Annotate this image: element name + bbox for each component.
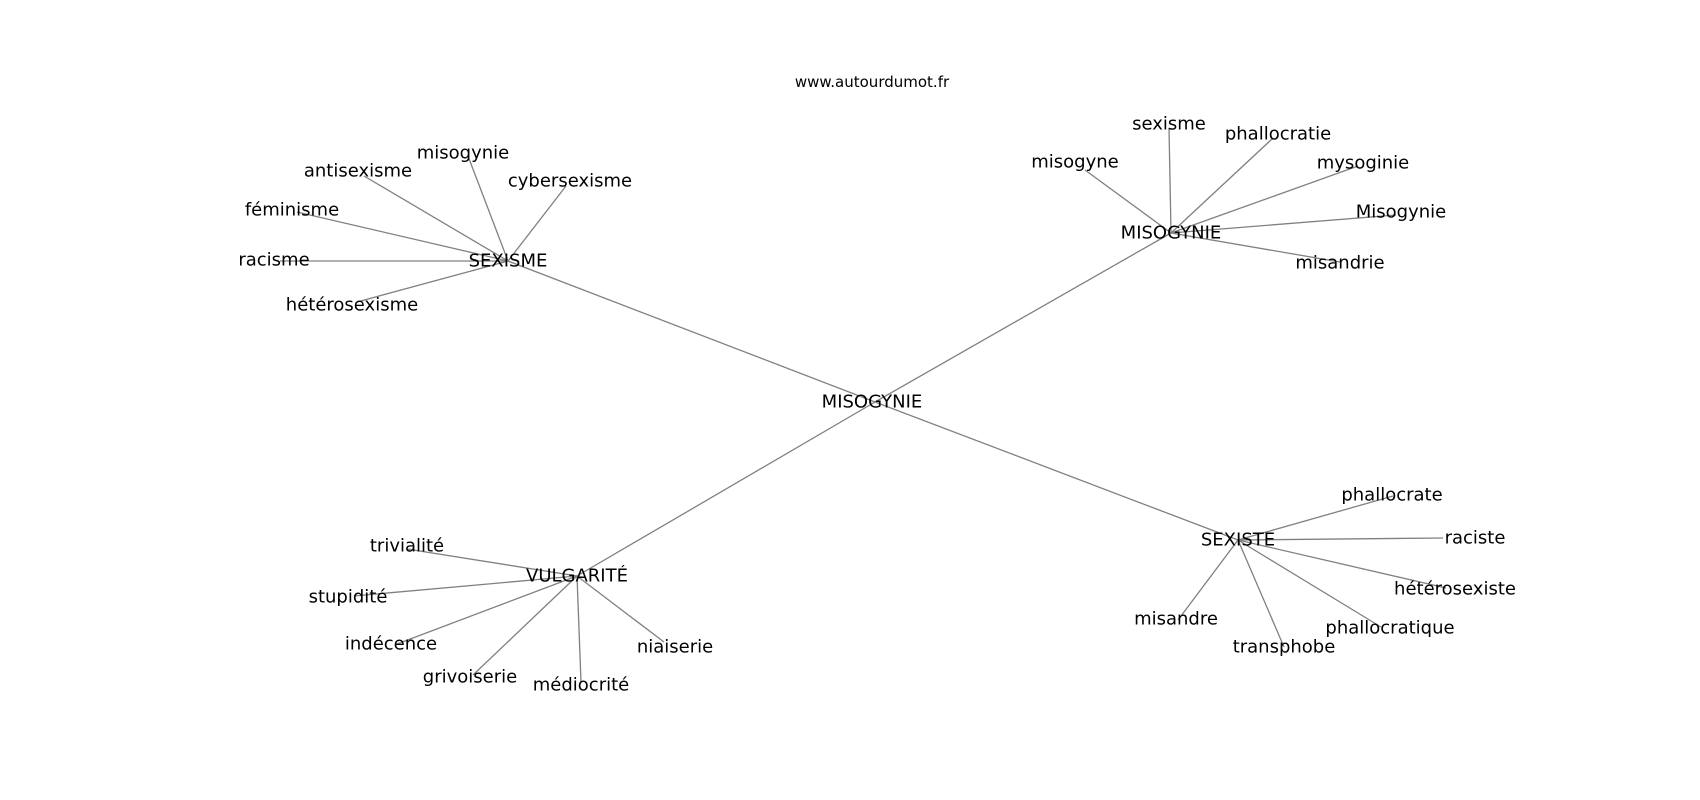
leaf-node[interactable]: indécence	[345, 634, 437, 655]
graph-labels: MISOGYNIE SEXISME misogynie antisexisme …	[238, 114, 1516, 696]
leaf-node[interactable]: stupidité	[309, 587, 388, 608]
leaf-node[interactable]: médiocrité	[533, 675, 629, 696]
leaf-node[interactable]: mysoginie	[1317, 153, 1410, 174]
leaf-edge	[1237, 539, 1285, 648]
leaf-edge	[467, 155, 509, 262]
leaf-edge	[1170, 165, 1359, 234]
leaf-node[interactable]: phallocratique	[1325, 618, 1454, 639]
leaf-edge	[1237, 495, 1394, 541]
hub-edge	[576, 401, 876, 577]
leaf-edge	[356, 260, 509, 303]
leaf-edge	[296, 211, 509, 262]
leaf-node[interactable]: sexisme	[1132, 114, 1206, 135]
leaf-edge	[472, 575, 578, 676]
leaf-node[interactable]: racisme	[238, 250, 309, 271]
site-url: www.autourdumot.fr	[795, 73, 950, 91]
leaf-edge	[396, 575, 578, 645]
leaf-node[interactable]: transphobe	[1233, 637, 1336, 658]
leaf-edge	[1237, 537, 1444, 541]
leaf-edge	[1237, 539, 1382, 628]
leaf-edge	[1084, 169, 1172, 234]
leaf-node[interactable]: raciste	[1445, 528, 1506, 549]
hub-node-misogynie[interactable]: MISOGYNIE	[1121, 223, 1222, 244]
leaf-edge	[1170, 232, 1341, 263]
leaf-node[interactable]: trivialité	[370, 536, 444, 557]
leaf-edge	[406, 548, 578, 577]
leaf-edge	[1168, 127, 1172, 234]
hub-edge	[874, 232, 1172, 403]
leaf-node[interactable]: misandrie	[1295, 253, 1384, 274]
hub-node-sexiste[interactable]: SEXISTE	[1201, 530, 1275, 551]
leaf-edge	[1237, 539, 1447, 589]
graph-edges	[280, 127, 1447, 683]
leaf-edge	[1177, 539, 1239, 621]
leaf-node[interactable]: misogyne	[1031, 152, 1119, 173]
leaf-node[interactable]: phallocrate	[1341, 485, 1442, 506]
leaf-edge	[576, 575, 582, 683]
leaf-node[interactable]: cybersexisme	[508, 171, 632, 192]
hub-node-sexisme[interactable]: SEXISME	[469, 251, 548, 272]
leaf-node[interactable]: Misogynie	[1356, 202, 1446, 223]
leaf-node[interactable]: antisexisme	[304, 161, 412, 182]
leaf-node[interactable]: féminisme	[245, 200, 339, 221]
leaf-node[interactable]: grivoiserie	[423, 667, 517, 688]
hub-edge	[507, 260, 876, 403]
leaf-edge	[363, 175, 509, 262]
leaf-edge	[576, 575, 665, 643]
center-node[interactable]: MISOGYNIE	[822, 392, 923, 413]
leaf-edge	[1170, 138, 1273, 234]
leaf-edge	[1170, 214, 1397, 234]
leaf-node[interactable]: hétérosexiste	[1394, 579, 1516, 600]
leaf-node[interactable]: hétérosexisme	[286, 295, 418, 316]
hub-node-vulgarite[interactable]: VULGARITÉ	[526, 565, 628, 587]
leaf-node[interactable]: phallocratie	[1225, 124, 1331, 145]
leaf-node[interactable]: misogynie	[417, 143, 510, 164]
leaf-node[interactable]: misandre	[1134, 609, 1218, 630]
leaf-node[interactable]: niaiserie	[637, 637, 713, 658]
leaf-edge	[353, 575, 578, 597]
hub-edge	[874, 401, 1239, 541]
leaf-edge	[507, 185, 567, 262]
